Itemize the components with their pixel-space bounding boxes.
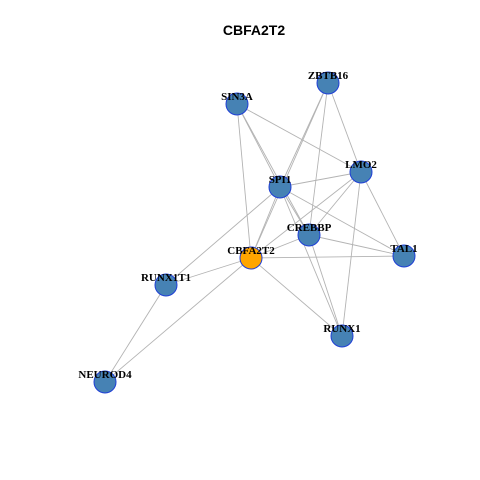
node-circle	[239, 246, 263, 270]
diagram-title: CBFA2T2	[223, 22, 285, 38]
node-label: TAL1	[390, 243, 417, 255]
node-cbfa2t2: CBFA2T2	[227, 245, 275, 270]
node-label: NEUROD4	[78, 369, 132, 381]
edge-lmo2-cbfa2t2	[250, 171, 362, 259]
node-circle	[392, 244, 416, 268]
node-circle	[225, 92, 249, 116]
node-label: CREBBP	[287, 222, 332, 234]
node-label: RUNX1	[323, 323, 360, 335]
edge-lmo2-runx1	[341, 171, 362, 337]
node-tal1: TAL1	[390, 243, 418, 268]
edge-lmo2-spi1	[279, 171, 362, 188]
node-circle	[349, 160, 373, 184]
node-spi1: SPI1	[268, 174, 292, 199]
node-neurod4: NEUROD4	[78, 369, 132, 394]
edge-spi1-runx1t1	[165, 186, 281, 286]
edge-zbtb16-cbfa2t2	[250, 82, 329, 259]
node-circle	[154, 273, 178, 297]
node-sin3a: SIN3A	[221, 91, 253, 116]
edge-cbfa2t2-tal1	[250, 255, 405, 259]
node-runx1t1: RUNX1T1	[141, 272, 191, 297]
node-label: CBFA2T2	[227, 245, 275, 257]
edge-layer	[104, 82, 405, 383]
node-crebbp: CREBBP	[287, 222, 332, 247]
edge-crebbp-runx1	[308, 234, 343, 337]
edge-zbtb16-lmo2	[327, 82, 362, 173]
edge-sin3a-cbfa2t2	[236, 103, 252, 259]
node-lmo2: LMO2	[345, 159, 377, 184]
node-circle	[330, 324, 354, 348]
node-runx1: RUNX1	[323, 323, 361, 348]
edge-sin3a-lmo2	[236, 103, 362, 173]
node-zbtb16: ZBTB16	[308, 70, 349, 95]
node-label: ZBTB16	[308, 70, 349, 82]
node-label: RUNX1T1	[141, 272, 191, 284]
edge-runx1t1-neurod4	[104, 284, 167, 383]
edge-cbfa2t2-runx1t1	[165, 257, 252, 286]
edge-cbfa2t2-runx1	[250, 257, 343, 337]
node-label: LMO2	[345, 159, 377, 171]
edge-lmo2-tal1	[360, 171, 405, 257]
node-circle	[268, 175, 292, 199]
node-label: SPI1	[269, 174, 292, 186]
edge-lmo2-crebbp	[308, 171, 362, 236]
node-circle	[316, 71, 340, 95]
edge-cbfa2t2-neurod4	[104, 257, 252, 383]
edge-spi1-runx1	[279, 186, 343, 337]
edge-sin3a-crebbp	[236, 103, 310, 236]
node-circle	[297, 223, 321, 247]
edge-spi1-tal1	[279, 186, 405, 257]
edge-spi1-cbfa2t2	[250, 186, 281, 259]
node-circle	[93, 370, 117, 394]
node-label: SIN3A	[221, 91, 253, 103]
edge-crebbp-tal1	[308, 234, 405, 257]
